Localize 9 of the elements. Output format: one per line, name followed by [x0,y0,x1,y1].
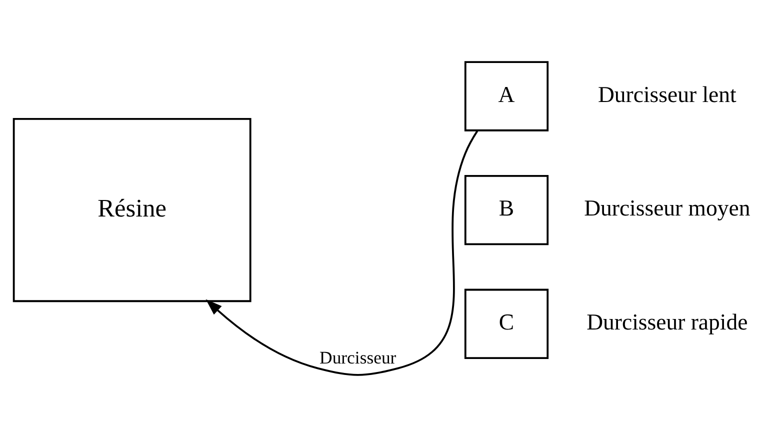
node-label: Durcisseur rapide [586,308,748,334]
node-box: C [464,288,549,358]
node-box: A [464,60,549,131]
node-label: Durcisseur moyen [584,195,750,220]
arrow [206,130,478,376]
node-box: Résine [12,118,252,302]
edge-label: Durcisseur [320,346,396,367]
node-label: Durcisseur lent [598,81,736,106]
node-box: B [464,174,549,245]
